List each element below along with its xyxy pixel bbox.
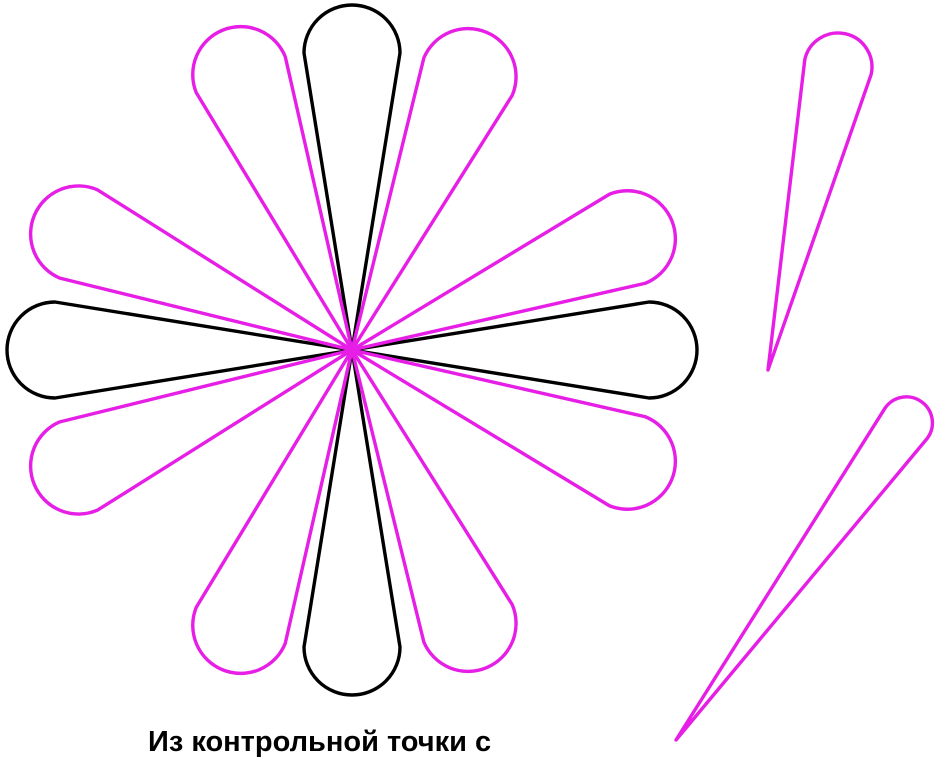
flower-center — [345, 343, 359, 357]
figure-caption: Из контрольной точки с — [148, 728, 491, 757]
loose-petal-upper — [735, 26, 879, 377]
petal-black-right — [352, 302, 697, 398]
flower — [7, 5, 697, 695]
loose-petal-lower — [655, 387, 936, 749]
